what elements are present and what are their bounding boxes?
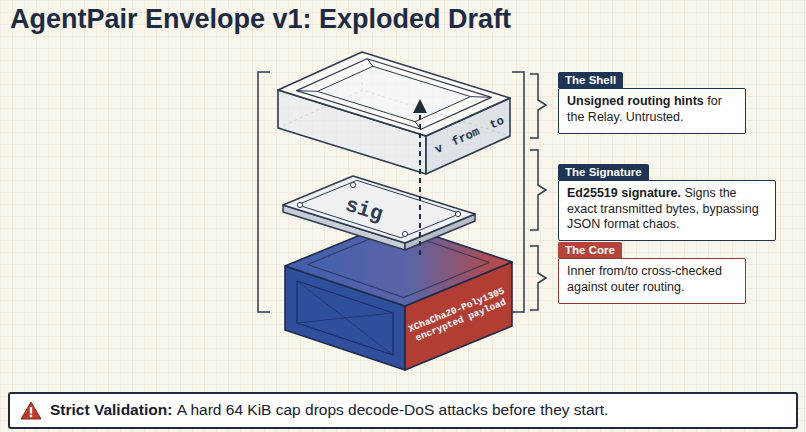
emphasis-text: Unsigned routing hints [567,94,704,108]
callout-frame: Ed25519 signature.Signs the exact transm… [558,180,776,241]
body-text: Inner from/to cross-checked against oute… [567,264,722,294]
callout-frame: Unsigned routing hintsfor the Relay. Unt… [558,88,746,134]
plate-inner-border [297,180,460,237]
plate-hole [402,231,407,236]
warning-banner: Strict Validation: A hard 64 KiB cap drop… [8,392,798,429]
callout-heading: The Signature [558,164,649,180]
callout-text: Ed25519 signature.Signs the exact transm… [567,186,767,233]
shell-field-label: from [449,125,481,150]
callout-text: Unsigned routing hintsfor the Relay. Unt… [567,94,737,125]
warning-icon [20,401,42,420]
warning-mark [30,407,32,414]
payload-label: XChaCha20-Poly1305 encrypted payload [403,285,513,347]
diagram-title: AgentPair Envelope v1: Exploded Draft [10,4,511,35]
plate-label: sig [343,193,386,226]
group-bracket [258,72,270,312]
plate-hole [297,202,302,207]
callout-box: The CoreInner from/to cross-checked agai… [558,240,746,304]
callout-box: The SignatureEd25519 signature.Signs the… [558,162,776,241]
signature-plate [283,176,475,250]
assembly-arrow [419,106,421,255]
warning-mark [30,415,33,418]
shell-rim [297,59,492,130]
callout-text: Inner from/to cross-checked against oute… [567,264,737,295]
callout-bracket [530,150,546,230]
callout-bracket [530,74,546,138]
shell-top-face [278,52,510,136]
warning-triangle [21,402,41,419]
callout-frame: Inner from/to cross-checked against oute… [558,258,746,304]
plate-hole [350,182,355,187]
callout-heading: The Core [558,242,622,258]
shell-field-label: v [432,141,444,157]
shell-box [278,52,510,174]
shell-inner-rim [317,66,470,121]
group-bracket [512,72,524,312]
callout-text: Strict Validation: A hard 64 KiB cap drop… [50,401,608,420]
body-text: A hard 64 KiB cap drops decode-DoS attac… [177,401,609,418]
emphasis-text: Ed25519 signature. [567,186,681,200]
plate-top [283,176,475,243]
callout-box: The ShellUnsigned routing hintsfor the R… [558,70,746,134]
emphasis-text: Strict Validation: [50,401,172,418]
shell-field-label: to [488,113,507,132]
callout-bracket [530,246,546,310]
callout-heading: The Shell [558,72,623,88]
shell-bevel [297,59,492,130]
plate-hole [455,211,460,216]
